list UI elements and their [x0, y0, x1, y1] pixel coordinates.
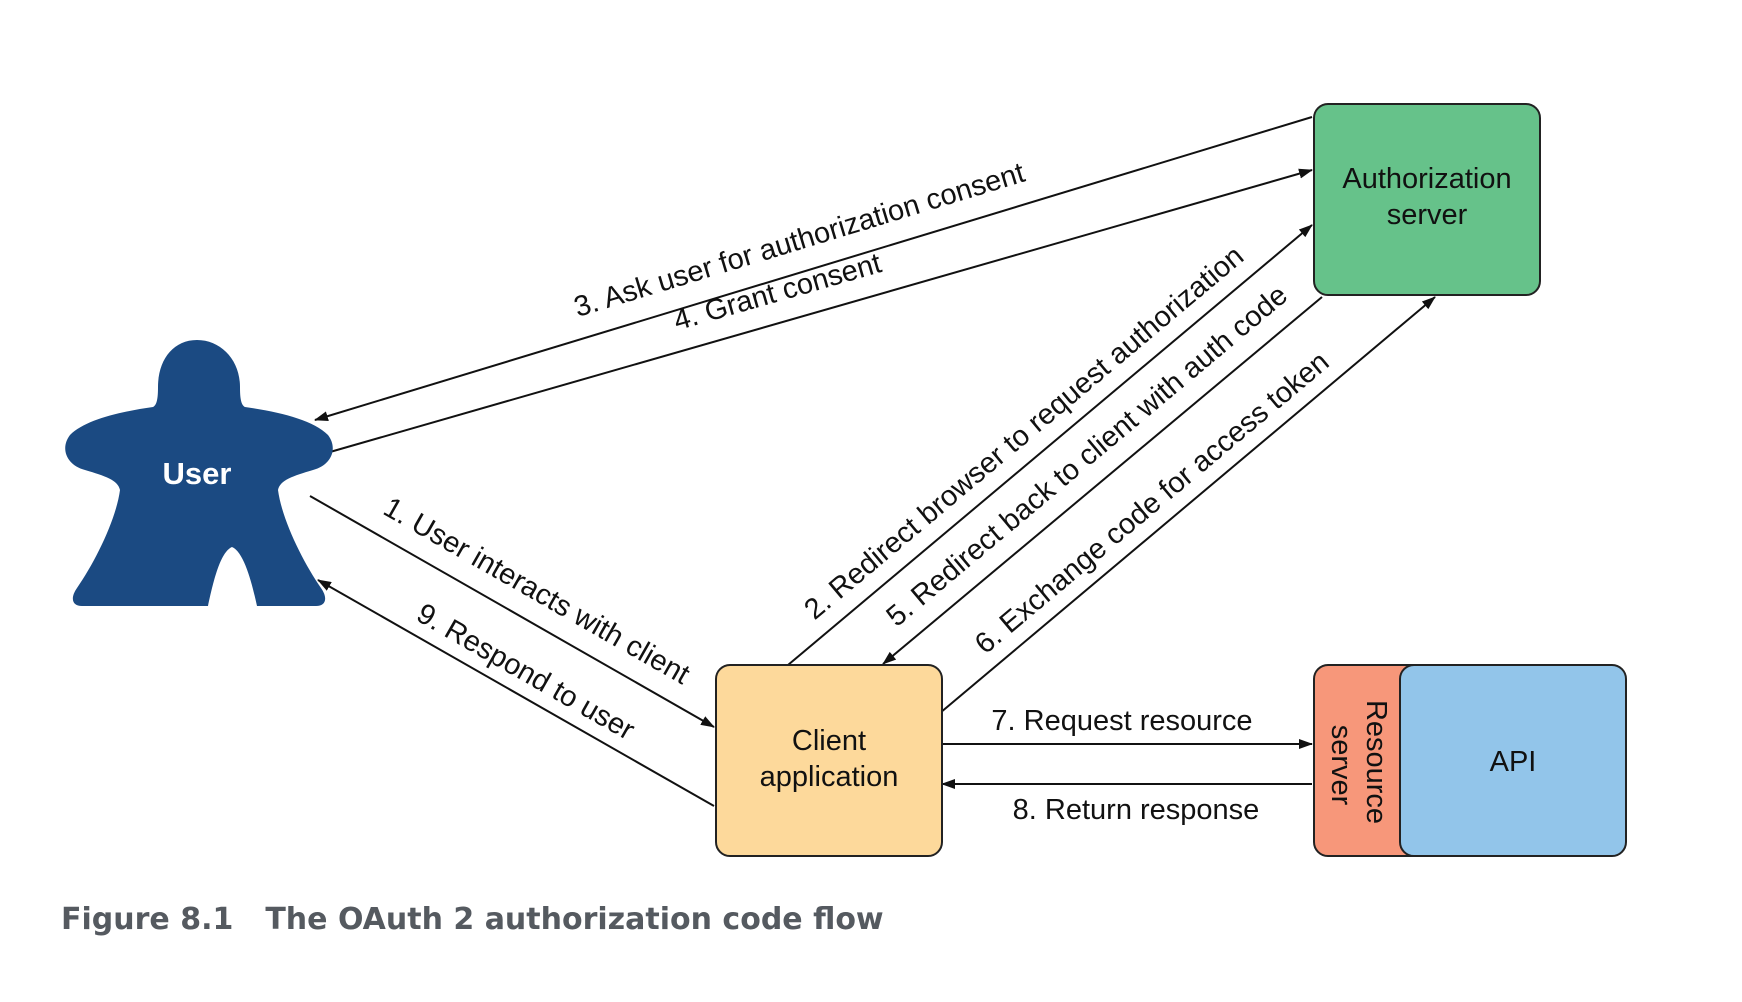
resource-server-label-line1: Resource: [1360, 700, 1392, 824]
edge-4-line: [329, 168, 1313, 453]
user-label: User: [163, 456, 232, 491]
figure-caption: Figure 8.1 The OAuth 2 authorization code…: [61, 902, 884, 937]
authorization-server-box: [1313, 103, 1541, 296]
api-box: [1399, 664, 1627, 857]
resource-server-node: Resource server API: [1313, 664, 1627, 857]
authorization-server-label-line1: Authorization: [1342, 163, 1511, 195]
edge-5-line: [882, 296, 1323, 665]
edge-lines: [309, 116, 1436, 807]
client-application-box: [715, 664, 943, 857]
figure-number: Figure 8.1: [61, 902, 234, 937]
edge-7-label: 7. Request resource: [991, 705, 1252, 737]
edge-2-line: [787, 224, 1313, 666]
resource-server-label-line2: server: [1325, 725, 1357, 806]
user-node: User: [65, 340, 333, 606]
edge-9-line: [317, 579, 715, 807]
figure-title: The OAuth 2 authorization code flow: [265, 902, 884, 937]
client-application-node: Client application: [715, 664, 943, 857]
authorization-server-label-line2: server: [1387, 199, 1468, 231]
api-label: API: [1490, 746, 1537, 778]
edge-1-line: [309, 495, 715, 728]
edge-3-line: [314, 116, 1313, 422]
authorization-server-node: Authorization server: [1313, 103, 1541, 296]
client-application-label-line1: Client: [792, 725, 866, 757]
user-meeple-icon: [65, 340, 333, 606]
edge-8-label: 8. Return response: [1013, 794, 1260, 826]
edge-6-line: [939, 296, 1436, 714]
client-application-label-line2: application: [760, 761, 899, 793]
